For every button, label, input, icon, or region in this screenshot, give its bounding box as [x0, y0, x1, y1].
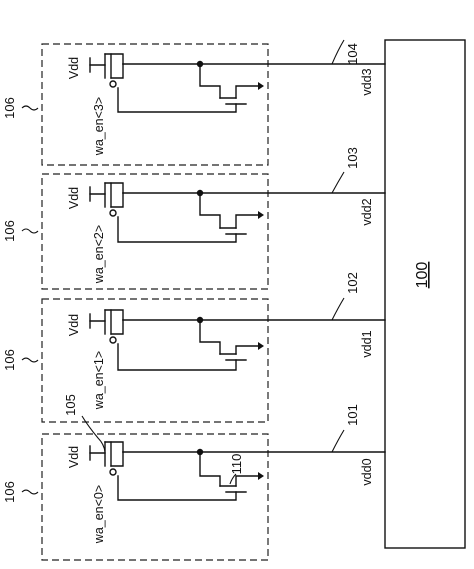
- cell-3-vdd-label: Vdd: [67, 57, 81, 79]
- cell-0-vdd-label: Vdd: [67, 446, 81, 468]
- cell-0-ref: 106: [2, 481, 17, 503]
- cell-0-switch-transistor: [89, 441, 124, 476]
- block-100-label: 100: [414, 262, 431, 289]
- cell-0-clamp-transistor: [117, 451, 264, 501]
- cell-1-switch-transistor: [89, 309, 124, 344]
- cell-1-vdd-label: Vdd: [67, 314, 81, 336]
- cell-3: 106 Vdd wa_en<3> 104 vdd3: [2, 39, 386, 166]
- cell-2-switch-transistor: [89, 182, 124, 217]
- callout-105: 105: [63, 394, 106, 453]
- cell-1-boundary: [41, 298, 269, 423]
- cell-1: 106 Vdd wa_en<1> 102 vdd1: [2, 272, 386, 423]
- cell-1-rail-label: vdd1: [360, 330, 374, 357]
- cell-3-ref-leader: [21, 105, 39, 111]
- cell-1-clamp-transistor: [117, 319, 264, 371]
- cell-2-boundary: [41, 173, 269, 290]
- callout-105-label: 105: [63, 394, 78, 416]
- cell-1-line-ref-leader: [331, 297, 345, 321]
- cell-2-rail-label: vdd2: [360, 198, 374, 225]
- callout-110-leader: [229, 473, 237, 485]
- cell-3-line-ref: 104: [345, 43, 360, 65]
- cell-3-boundary: [41, 43, 269, 166]
- cell-2-clamp-transistor: [117, 192, 264, 243]
- cell-2-line-ref: 103: [345, 147, 360, 169]
- cell-1-ref-leader: [21, 357, 39, 363]
- cell-2-vdd-label: Vdd: [67, 187, 81, 209]
- cell-2-ref-leader: [21, 228, 39, 234]
- callout-110-label: 110: [229, 454, 244, 475]
- cell-3-rail-label: vdd3: [360, 68, 374, 95]
- cell-2: 106 Vdd wa_en<2> 103 vdd2: [2, 147, 386, 290]
- cell-1-enable-label: wa_en<1>: [92, 351, 106, 410]
- cell-3-ref: 106: [2, 97, 17, 119]
- cell-0: 106 Vdd wa_en<0> 101 vdd0: [2, 404, 386, 561]
- cell-0-line-ref: 101: [345, 404, 360, 426]
- cell-1-ref: 106: [2, 349, 17, 371]
- cell-3-enable-label: wa_en<3>: [92, 97, 106, 156]
- cell-3-switch-transistor: [89, 53, 124, 88]
- cell-3-line-ref-leader: [331, 39, 345, 65]
- cell-2-line-ref-leader: [331, 171, 345, 194]
- cell-2-enable-label: wa_en<2>: [92, 225, 106, 284]
- block-100-outline: [384, 39, 466, 549]
- callout-110: 110: [229, 454, 244, 485]
- block-100: 100: [384, 39, 466, 549]
- cell-0-boundary: [41, 433, 269, 561]
- cell-0-line-ref-leader: [331, 429, 345, 453]
- cell-1-line-ref: 102: [345, 272, 360, 294]
- cell-2-ref: 106: [2, 220, 17, 242]
- cell-0-enable-label: wa_en<0>: [92, 485, 106, 544]
- cell-3-clamp-transistor: [117, 63, 264, 113]
- cell-0-rail-label: vdd0: [360, 458, 374, 485]
- callout-105-leader: [81, 415, 106, 453]
- cell-0-ref-leader: [21, 489, 39, 495]
